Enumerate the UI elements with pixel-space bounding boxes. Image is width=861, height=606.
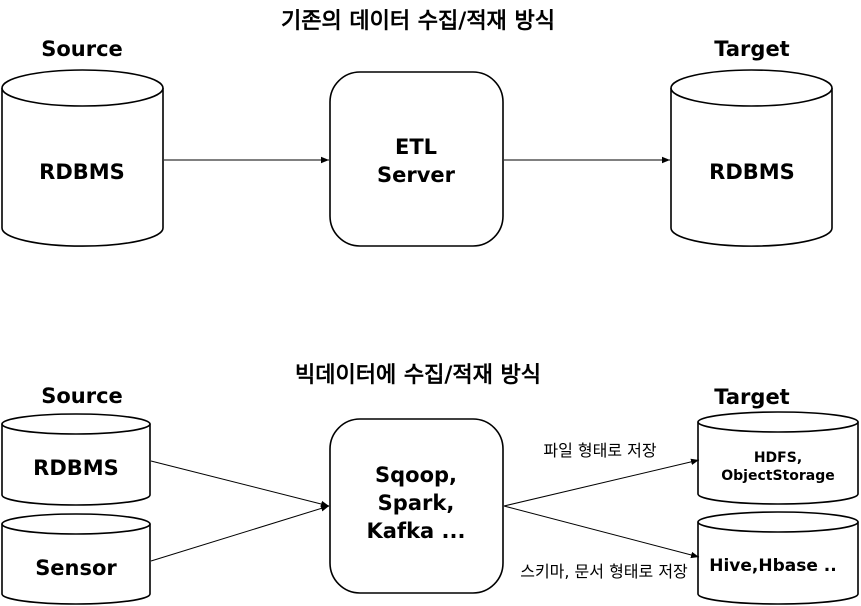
etl-label-line2: Server: [377, 163, 456, 187]
etl-label-line1: ETL: [395, 135, 437, 159]
bigdata-source-label: Source: [41, 384, 123, 408]
bigdata-source-sensor-label: Sensor: [35, 556, 117, 580]
target-hdfs-label-line1: HDFS,: [754, 450, 802, 466]
target-hdfs-label-line2: ObjectStorage: [721, 468, 834, 484]
arrow-rdbms-to-tools: [150, 460, 330, 508]
bigdata-tools-box: Sqoop, Spark, Kafka ...: [329, 418, 504, 594]
edge-label-file: 파일 형태로 저장: [543, 441, 656, 460]
tools-label-line1: Sqoop,: [375, 463, 457, 487]
bigdata-source-rdbms-cylinder: RDBMS: [1, 413, 151, 506]
legacy-target-db-cylinder: RDBMS: [670, 69, 833, 247]
bigdata-target-label: Target: [714, 385, 789, 409]
legacy-target-label: Target: [714, 37, 789, 61]
arrow-tools-to-hive: [503, 505, 700, 559]
legacy-title: 기존의 데이터 수집/적재 방식: [281, 9, 555, 34]
tools-label-line2: Spark,: [378, 491, 455, 515]
etl-server-box: ETL Server: [329, 71, 504, 247]
legacy-target-db-label: RDBMS: [709, 160, 795, 184]
bigdata-source-rdbms-label: RDBMS: [33, 456, 119, 480]
bigdata-target-hdfs-cylinder: HDFS, ObjectStorage: [697, 411, 859, 505]
target-hive-label: Hive,Hbase ..: [709, 556, 836, 576]
edge-label-schema: 스키마, 문서 형태로 저장: [520, 562, 688, 581]
bigdata-target-hive-cylinder: Hive,Hbase ..: [697, 511, 859, 605]
legacy-source-db-label: RDBMS: [39, 160, 125, 184]
arrow-sensor-to-tools: [150, 505, 330, 562]
legacy-source-db-cylinder: RDBMS: [1, 69, 164, 247]
legacy-source-label: Source: [41, 37, 123, 61]
tools-label-line3: Kafka ...: [367, 519, 466, 543]
bigdata-title: 빅데이터에 수집/적재 방식: [295, 363, 541, 388]
arrow-tools-to-hdfs: [503, 458, 700, 507]
bigdata-source-sensor-cylinder: Sensor: [1, 513, 151, 605]
